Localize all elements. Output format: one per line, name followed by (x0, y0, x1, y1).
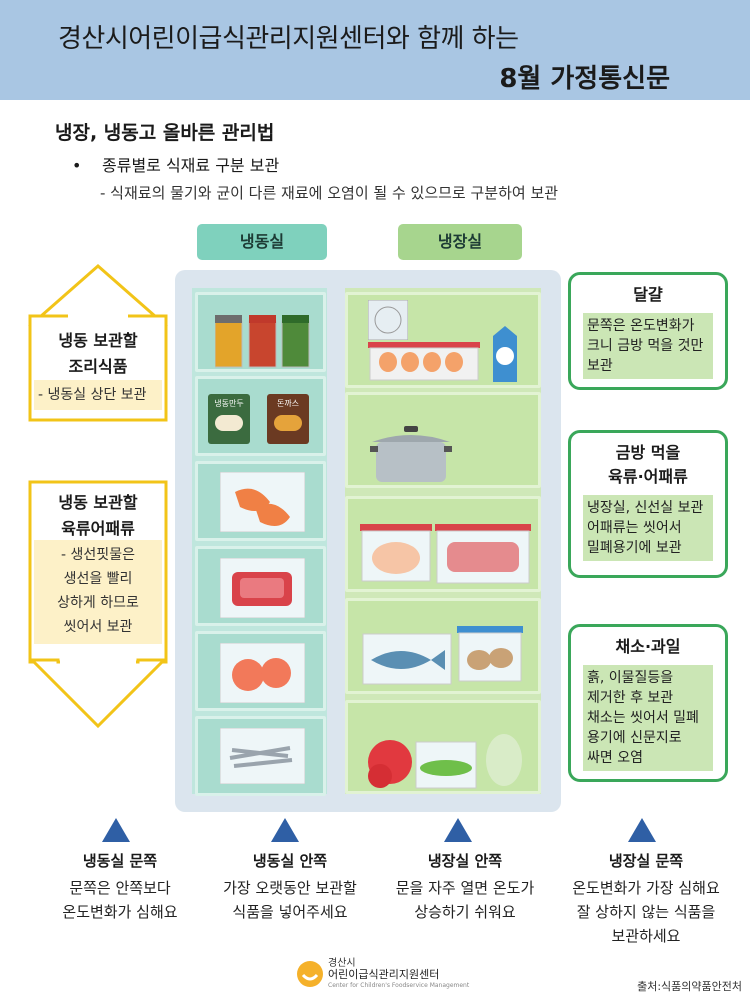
fish-container-icon (362, 633, 452, 685)
bottom-text-freezer-inside: 가장 오랫동안 보관할 식품을 넣어주세요 (200, 876, 380, 924)
card-vegetables-fruits: 채소·과일 흙, 이물질등을 제거한 후 보관 채소는 씻어서 밀폐 용기에 신… (568, 624, 728, 782)
left-top-note: - 냉동실 상단 보관 (34, 380, 162, 410)
left-bottom-note-line: 씻어서 보관 (63, 619, 133, 635)
up-triangle-icon (628, 818, 656, 842)
left-bottom-note-line: - 생선핏물은 (61, 547, 135, 563)
logo-line1: 경산시 (328, 958, 356, 969)
up-triangle-icon (102, 818, 130, 842)
center-logo: 경산시 어린이급식관리지원센터 Center for Children's Fo… (296, 958, 496, 992)
section-title: 냉장, 냉동고 올바른 관리법 (55, 122, 275, 144)
shrimp-bag-icon (220, 472, 305, 532)
freezer-tab-label: 냉동실 (197, 224, 327, 260)
header-title: 8월 가정통신문 (499, 64, 670, 94)
chicken-container-icon (360, 524, 432, 582)
vent-icon (368, 300, 408, 340)
bottom-title-freezer-door: 냉동실 문쪽 (82, 852, 158, 870)
bottom-text-line: 문을 자주 열면 온도가 (395, 879, 535, 897)
sauce-jars-icon (215, 315, 310, 368)
card-eggs: 달걀 문쪽은 온도변화가 크니 금방 먹을 것만 보관 (568, 272, 728, 390)
card-meat-body-line: 밀폐용기에 보관 (587, 540, 682, 556)
card-meat-title-line: 육류·어패류 (608, 467, 688, 486)
bottom-text-line: 온도변화가 가장 심해요 (572, 879, 720, 897)
fridge-tab-label: 냉장실 (398, 224, 522, 260)
bottom-text-line: 문쪽은 안쪽보다 (69, 879, 171, 897)
card-eggs-title: 달걀 (633, 285, 663, 304)
bottom-text-line: 상승하기 쉬워요 (414, 903, 516, 921)
card-veg-body-line: 제거한 후 보관 (587, 690, 674, 706)
smile-logo-icon (297, 961, 323, 987)
bottom-text-line: 가장 오랫동안 보관할 (223, 879, 357, 897)
bottom-title-fridge-door: 냉장실 문쪽 (608, 852, 684, 870)
card-eggs-body-line: 보관 (587, 358, 613, 374)
up-triangle-icon (444, 818, 472, 842)
anchovy-bag-icon (220, 728, 305, 784)
left-bottom-title-line1: 냉동 보관할 (58, 493, 138, 512)
cutlet-pack-label: 돈까스 (276, 399, 300, 408)
meat-bag-icon (220, 558, 305, 618)
header-banner: 경산시어린이급식관리지원센터와 함께 하는 8월 가정통신문 (0, 0, 750, 100)
card-meat-title: 금방 먹을 육류·어패류 (571, 441, 725, 489)
bottom-text-line: 온도변화가 심해요 (62, 903, 178, 921)
pork-container-icon (435, 524, 531, 584)
clam-container-icon (457, 626, 523, 682)
bottom-text-fridge-inside: 문을 자주 열면 온도가 상승하기 쉬워요 (380, 876, 550, 924)
bottom-text-fridge-door: 온도변화가 가장 심해요 잘 상하지 않는 식품을 보관하세요 (556, 876, 736, 948)
left-top-title-line1: 냉동 보관할 (58, 331, 138, 350)
vegetables-icon (368, 734, 522, 789)
egg-tray-icon (368, 342, 480, 381)
bottom-title-fridge-inside: 냉장실 안쪽 (427, 852, 503, 870)
bottom-text-line: 보관하세요 (611, 927, 681, 945)
left-bottom-title: 냉동 보관할 육류어패류 (30, 490, 166, 542)
card-meat-seafood: 금방 먹을 육류·어패류 냉장실, 신선실 보관 어패류는 씻어서 밀폐용기에 … (568, 430, 728, 578)
card-veg-body-line: 용기에 신문지로 (587, 730, 682, 746)
source-credit: 출처:식품의약품안전처 (637, 980, 742, 993)
card-eggs-body-line: 크니 금방 먹을 것만 (587, 338, 704, 354)
bottom-text-freezer-door: 문쪽은 안쪽보다 온도변화가 심해요 (40, 876, 200, 924)
dumpling-pack-label: 냉동만두 (214, 399, 244, 408)
left-bottom-title-line2: 육류어패류 (61, 519, 135, 538)
bottom-title-freezer-inside: 냉동실 안쪽 (252, 852, 328, 870)
bottom-text-line: 잘 상하지 않는 식품을 (576, 903, 716, 921)
card-veg-title: 채소·과일 (615, 637, 681, 656)
left-top-title-line2: 조리식품 (68, 357, 128, 376)
left-bottom-note: - 생선핏물은 생선을 빨리 상하게 하므로 씻어서 보관 (34, 540, 162, 644)
cutlet-pack-icon: 돈까스 (267, 394, 309, 444)
card-veg-body: 흙, 이물질등을 제거한 후 보관 채소는 씻어서 밀폐 용기에 신문지로 싸면… (583, 665, 713, 771)
bullet-text: 종류별로 식재료 구분 보관 (102, 156, 280, 175)
bottom-text-line: 식품을 넣어주세요 (232, 903, 348, 921)
salmon-bag-icon (220, 643, 305, 703)
bullet-mark: • (72, 156, 82, 175)
left-bottom-note-line: 상하게 하므로 (57, 595, 139, 611)
card-veg-body-line: 흙, 이물질등을 (587, 670, 674, 686)
pot-icon (370, 426, 452, 482)
card-meat-body-line: 어패류는 씻어서 (587, 520, 682, 536)
header-subtitle: 경산시어린이급식관리지원센터와 함께 하는 (58, 24, 519, 54)
fridge-illustration: 냉동만두 돈까스 (175, 270, 561, 812)
milk-carton-icon (493, 326, 517, 382)
bullet-item: • 종류별로 식재료 구분 보관 (72, 152, 279, 176)
card-eggs-body: 문쪽은 온도변화가 크니 금방 먹을 것만 보관 (583, 313, 713, 379)
left-top-title: 냉동 보관할 조리식품 (30, 328, 166, 380)
left-bottom-note-line: 생선을 빨리 (63, 571, 133, 587)
card-meat-title-line: 금방 먹을 (615, 443, 681, 462)
card-veg-body-line: 싸면 오염 (587, 750, 643, 766)
card-eggs-body-line: 문쪽은 온도변화가 (587, 318, 695, 334)
card-meat-body: 냉장실, 신선실 보관 어패류는 씻어서 밀폐용기에 보관 (583, 495, 713, 561)
logo-line3: Center for Children's Foodservice Manage… (328, 982, 470, 989)
dumpling-pack-icon: 냉동만두 (208, 394, 250, 444)
card-veg-body-line: 채소는 씻어서 밀폐 (587, 710, 699, 726)
up-triangle-icon (271, 818, 299, 842)
card-meat-body-line: 냉장실, 신선실 보관 (587, 500, 704, 516)
logo-line2: 어린이급식관리지원센터 (328, 968, 440, 981)
sub-bullet-text: - 식재료의 물기와 균이 다른 재료에 오염이 될 수 있으므로 구분하여 보… (100, 184, 559, 202)
